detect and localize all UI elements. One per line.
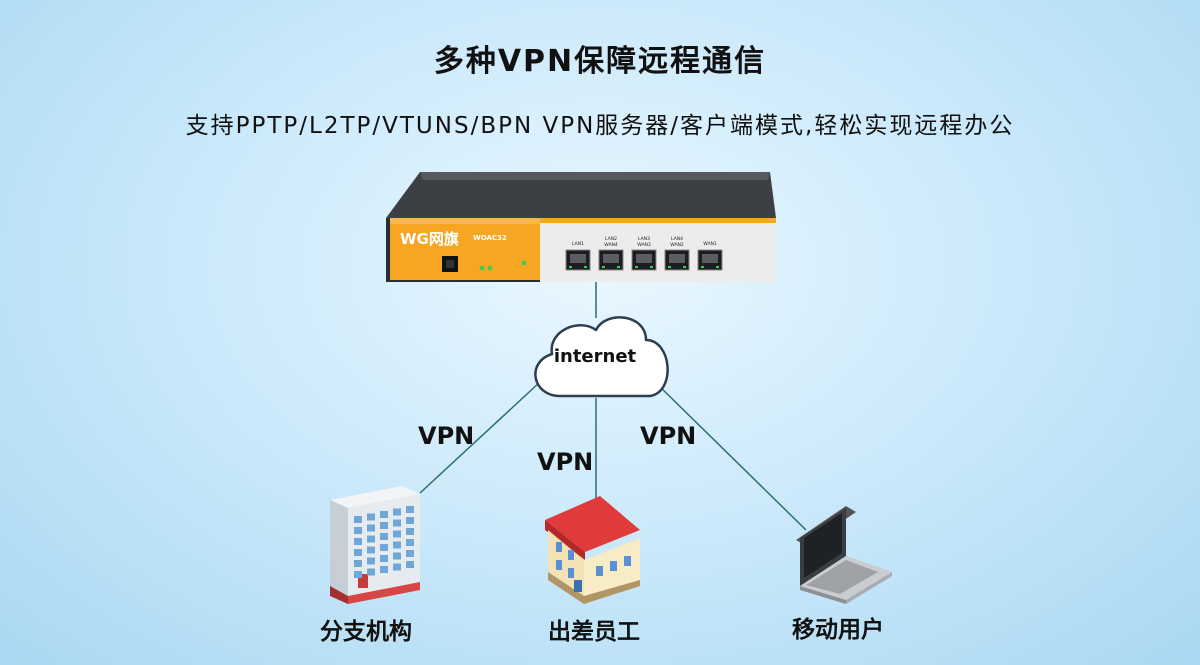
building-window [354, 549, 362, 556]
vpn-label-mobile: VPN [640, 422, 697, 450]
building-window [380, 522, 388, 529]
port-label: LAN1 [572, 241, 584, 247]
port-label: LAN3 [638, 236, 650, 242]
building-window [354, 516, 362, 523]
vpn-label-branch: VPN [418, 422, 475, 450]
port-label: LAN2 [605, 236, 617, 242]
page-title: 多种VPN保障远程通信 [433, 44, 767, 79]
building-window [393, 552, 401, 560]
ethernet-port-icon: LAN1 [565, 241, 591, 271]
building-window [393, 541, 401, 549]
building-window [367, 568, 375, 576]
node-label-mobile: 移动用户 [792, 617, 884, 643]
building-window [367, 513, 375, 521]
node-label-branch: 分支机构 [320, 619, 412, 645]
building-window [380, 566, 388, 573]
building-window [367, 557, 375, 565]
building-window [380, 555, 388, 562]
building-window [367, 524, 375, 532]
building-window [406, 539, 414, 546]
building-window [393, 530, 401, 538]
building-window [393, 563, 401, 571]
port-label: WAN3 [637, 242, 651, 248]
building-window [380, 511, 388, 518]
building-window [406, 561, 414, 568]
ethernet-port-icon: WAN1 [697, 241, 723, 271]
device-model: WOAC32 [473, 234, 507, 242]
cloud-label: internet [553, 346, 637, 367]
device-brand: WG网旗 [400, 230, 459, 248]
building-window [354, 560, 362, 567]
port-label: WAN4 [604, 242, 618, 248]
building-window [367, 535, 375, 543]
hotel-building-icon [545, 496, 640, 604]
internet-cloud-icon [534, 316, 669, 398]
link-line-mobile [654, 381, 807, 531]
building-window [354, 527, 362, 534]
node-label-traveler: 出差员工 [548, 619, 640, 645]
building-window [380, 533, 388, 540]
link-line-branch [419, 381, 541, 494]
building-window [380, 544, 388, 551]
port-label: WAN2 [670, 242, 684, 248]
building-window [406, 506, 414, 513]
building-window [354, 571, 362, 578]
building-window [367, 546, 375, 554]
building-window [354, 538, 362, 545]
building-window [406, 517, 414, 524]
port-label: LAN4 [671, 236, 683, 242]
building-window [393, 508, 401, 516]
building-window [406, 528, 414, 535]
laptop-icon [796, 506, 892, 604]
vpn-label-traveler: VPN [537, 448, 594, 476]
building-window [393, 519, 401, 527]
port-label: WAN1 [703, 241, 717, 247]
office-building-icon [330, 486, 420, 604]
page-subtitle: 支持PPTP/L2TP/VTUNS/BPN VPN服务器/客户端模式,轻松实现远… [185, 113, 1015, 139]
building-window [406, 550, 414, 557]
